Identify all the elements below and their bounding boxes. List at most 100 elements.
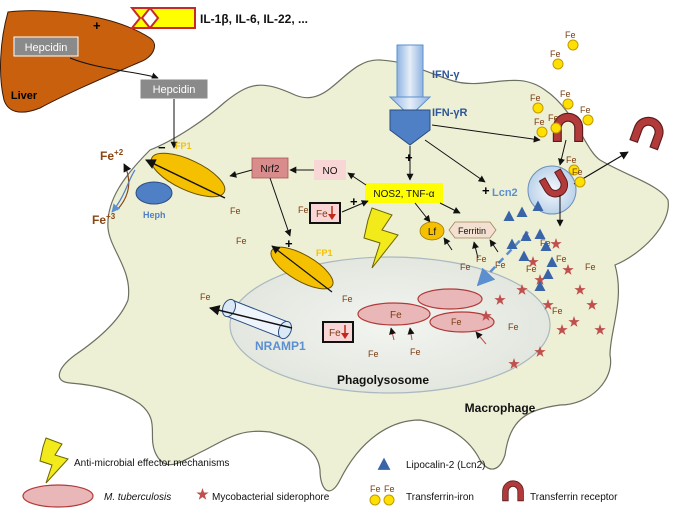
legend-siderophore-label: Mycobacterial siderophore: [212, 492, 330, 503]
transferrin-iron: Fe: [580, 105, 594, 126]
fe-uptake-arrow-1: [389, 327, 396, 341]
legend-mtb-icon: [22, 484, 94, 508]
legend-transferrin-iron-label: Transferrin-iron: [406, 492, 474, 503]
legend-transferrin-iron-icon: Fe Fe: [369, 484, 395, 506]
transferrin-iron: Fe: [566, 155, 580, 176]
lcn2-plus-sign: +: [482, 183, 490, 198]
mtb-fe-label-2: Fe: [451, 317, 462, 327]
tf-receptor-membrane-2: [629, 112, 668, 151]
down-arrow-icon-lower: [341, 325, 349, 339]
tfr-internalize-arrow: [558, 139, 567, 166]
legend-effector-icon: [39, 437, 69, 484]
liver-label: Liver: [11, 90, 38, 102]
fe-label: Fe: [495, 260, 506, 270]
svg-text:Fe: Fe: [560, 89, 571, 99]
transferrin-iron: Fe: [572, 167, 586, 188]
svg-text:Fe: Fe: [384, 484, 395, 494]
macrophage-label: Macrophage: [465, 401, 536, 415]
fe-decrease-label-upper: Fe: [316, 209, 328, 220]
legend-lipocalin-icon: [377, 457, 391, 470]
liver-hepcidin-box: [13, 36, 79, 57]
mtb-bacterium-2: [417, 288, 483, 310]
transferrin-iron: Fe: [530, 93, 544, 114]
fe-label: Fe: [526, 264, 537, 274]
fe-label: Fe: [460, 262, 471, 272]
fp1-inner-label: FP1: [316, 248, 333, 258]
fe-uptake-arrow-3: [475, 331, 487, 345]
svg-text:Fe: Fe: [550, 49, 561, 59]
nos2-to-lf-arrow: [414, 202, 431, 223]
svg-text:Fe: Fe: [534, 117, 545, 127]
svg-text:Fe: Fe: [548, 113, 559, 123]
svg-text:Fe: Fe: [572, 167, 583, 177]
ifng-signal-arrowhead: [388, 96, 432, 117]
fp1-fe-label: Fe: [230, 206, 241, 216]
legend-effector-label: Anti-microbial effector mechanisms: [74, 458, 229, 469]
fe-to-lf-arrow: [443, 237, 453, 251]
fe-box-plus-sign: +: [350, 194, 358, 209]
nramp1-label: NRAMP1: [255, 339, 306, 353]
transferrin-iron: Fe: [560, 89, 574, 110]
fe-to-ferritin-arrow: [472, 241, 479, 259]
transferrin-iron: Fe: [534, 117, 548, 138]
fe-label: Fe: [342, 294, 353, 304]
nrf2-plus-sign: +: [285, 236, 293, 251]
legend-transferrin-receptor-icon: [502, 480, 524, 502]
hepcidin-release-arrow: [69, 57, 159, 80]
svg-text:Fe: Fe: [580, 105, 591, 115]
no-box: [314, 160, 346, 180]
transferrin-iron: Fe: [565, 30, 579, 51]
transferrin-iron: Fe: [548, 113, 562, 134]
nrf2-to-fp1-inner-arrow: [269, 177, 292, 237]
liver-plus-sign: +: [93, 18, 101, 33]
fe-label: Fe: [508, 322, 519, 332]
fe-label: Fe: [200, 292, 211, 302]
no-label: NO: [323, 166, 338, 177]
fe-label: Fe: [552, 306, 563, 316]
lcn2-sequestration-arrow: [476, 231, 529, 287]
liver-hepcidin-label: Hepcidin: [25, 42, 68, 54]
fe2-label: Fe+2: [100, 148, 124, 163]
hepcidin-label: Hepcidin: [153, 84, 196, 96]
effector-lightning-icon: [363, 207, 399, 269]
cytokine-signal-icon: [129, 7, 196, 29]
phagolysosome-label: Phagolysosome: [337, 373, 429, 387]
transferrin-iron: Fe: [550, 49, 564, 70]
nrf2-label: Nrf2: [261, 164, 280, 175]
legend-transferrin-receptor-label: Transferrin receptor: [530, 492, 618, 503]
down-arrow-icon: [328, 206, 336, 220]
nos2-to-no-arrow: [347, 172, 367, 186]
lf-label: Lf: [428, 227, 437, 238]
fe-label: Fe: [556, 254, 567, 264]
legend-mtb-label: M. tuberculosis: [104, 492, 171, 503]
nos2-box: [365, 183, 443, 203]
fe3-label: Fe+3: [92, 212, 116, 227]
fe-label: Fe: [410, 347, 421, 357]
lcn2-label: Lcn2: [492, 187, 518, 199]
fp1-membrane-label: FP1: [175, 141, 192, 151]
nramp1-export-arrow: [208, 305, 293, 329]
receptor-to-tfr-arrow: [431, 124, 541, 143]
liver-shape: [0, 10, 155, 113]
fe-label: Fe: [585, 262, 596, 272]
receptor-to-lcn2-arrow: [424, 139, 486, 183]
cytokines-label: IL-1β, IL-6, IL-22, ...: [200, 12, 308, 26]
ferritin-label: Ferritin: [458, 226, 486, 236]
receptor-plus-sign: +: [405, 150, 413, 165]
ferroportin-membrane: [150, 152, 226, 198]
heph-label: Heph: [143, 210, 166, 220]
fe-box-to-nos2-arrow: [341, 200, 369, 213]
hephaestin: [135, 181, 173, 205]
fp1-inner-arrow: [271, 245, 333, 293]
nos2-label: NOS2, TNF-α: [373, 189, 434, 200]
fe-to-ferritin-arrow-2: [489, 239, 499, 253]
fe-label: Fe: [476, 254, 487, 264]
ifng-label: IFN-γ: [432, 69, 460, 81]
legend-lipocalin-label: Lipocalin-2 (Lcn2): [406, 460, 486, 471]
ifng-signal-bar: [396, 44, 424, 98]
lactoferrin: [419, 221, 445, 241]
svg-text:Fe: Fe: [565, 30, 576, 40]
legend-siderophore-icon: [196, 488, 209, 500]
fe-label: Fe: [368, 349, 379, 359]
mtb-fe-label: Fe: [390, 310, 402, 321]
